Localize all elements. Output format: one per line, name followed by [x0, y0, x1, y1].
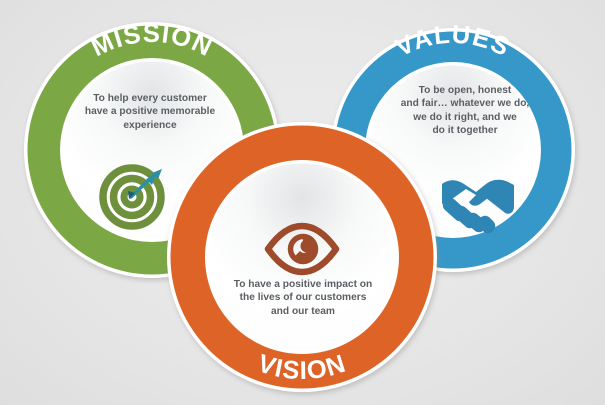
- eye-icon: [264, 222, 340, 276]
- target-icon: [99, 164, 165, 230]
- handshake-icon: [442, 179, 514, 234]
- mission-body-text: To help every customer have a positive m…: [84, 93, 216, 131]
- values-body-text: To be open, honest and fair… whatever we…: [400, 85, 530, 137]
- vision-body-text: To have a positive impact on the lives o…: [233, 279, 373, 317]
